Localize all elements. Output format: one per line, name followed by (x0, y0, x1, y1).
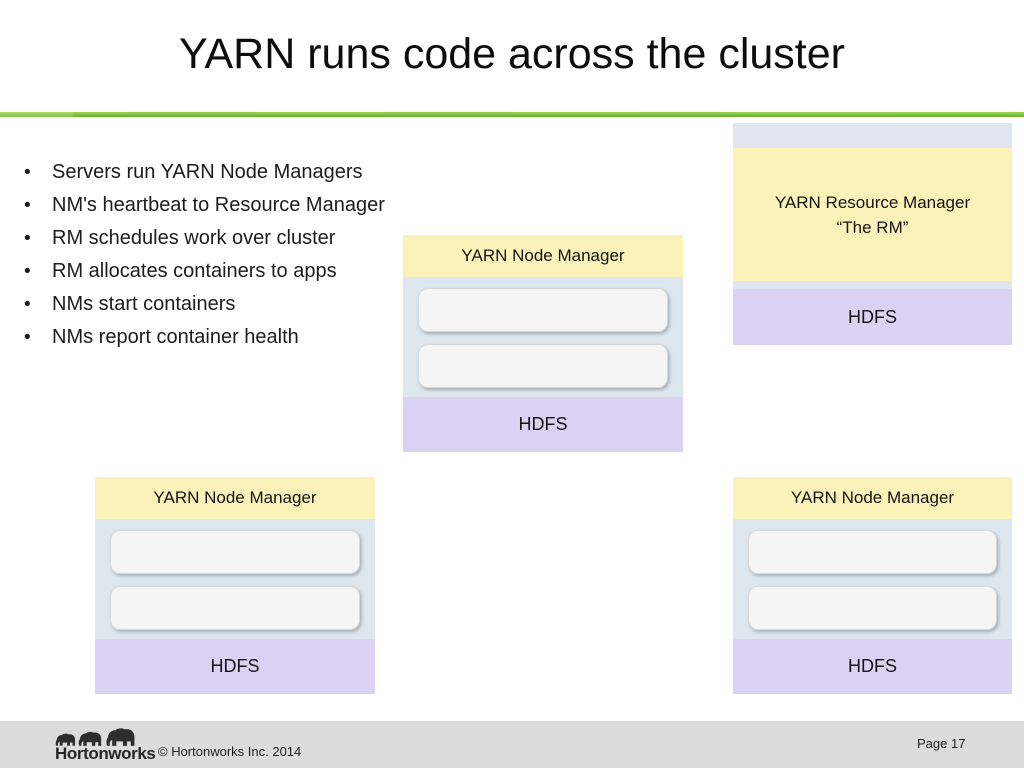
container-slot (418, 288, 668, 332)
rm-mid-strip (733, 281, 1012, 289)
container-slot (748, 586, 997, 630)
resource-manager-box: YARN Resource Manager “The RM” HDFS (733, 123, 1012, 345)
bullet-item: NMs start containers (22, 288, 442, 321)
hdfs-label: HDFS (95, 639, 375, 694)
resource-manager-title: YARN Resource Manager “The RM” (733, 148, 1012, 281)
container-slot (748, 530, 997, 574)
title-divider-accent (0, 112, 73, 117)
hdfs-label: HDFS (733, 639, 1012, 694)
resource-manager-alias: “The RM” (836, 217, 909, 237)
node-manager-title: YARN Node Manager (95, 477, 375, 519)
node-manager-title: YARN Node Manager (403, 235, 683, 277)
hdfs-label: HDFS (733, 289, 1012, 345)
resource-manager-name: YARN Resource Manager (774, 192, 971, 212)
container-slot (418, 344, 668, 388)
node-manager-body (733, 519, 1012, 639)
copyright-text: © Hortonworks Inc. 2014 (158, 744, 302, 759)
hortonworks-wordmark: Hortonworks (55, 744, 156, 763)
page-title: YARN runs code across the cluster (179, 30, 845, 78)
node-manager-body (403, 277, 683, 397)
node-manager-box-top: YARN Node Manager HDFS (403, 235, 683, 452)
bullet-item: RM allocates containers to apps (22, 255, 442, 288)
bullet-item: Servers run YARN Node Managers (22, 156, 442, 189)
node-manager-body (95, 519, 375, 639)
bullet-item: NM's heartbeat to Resource Manager (22, 189, 442, 222)
page-number: Page 17 (917, 736, 966, 751)
node-manager-title: YARN Node Manager (733, 477, 1012, 519)
hortonworks-logo: Hortonworks (55, 725, 165, 764)
footer-bar: Hortonworks © Hortonworks Inc. 2014 Page… (0, 721, 1024, 768)
node-manager-box-left: YARN Node Manager HDFS (95, 477, 375, 694)
container-slot (110, 586, 360, 630)
hdfs-label: HDFS (403, 397, 683, 452)
bullet-item: RM schedules work over cluster (22, 222, 442, 255)
rm-top-strip (733, 123, 1012, 148)
title-divider (0, 112, 1024, 117)
bullet-item: NMs report container health (22, 321, 442, 354)
node-manager-box-right: YARN Node Manager HDFS (733, 477, 1012, 694)
bullet-list: Servers run YARN Node Managers NM's hear… (22, 156, 442, 354)
container-slot (110, 530, 360, 574)
